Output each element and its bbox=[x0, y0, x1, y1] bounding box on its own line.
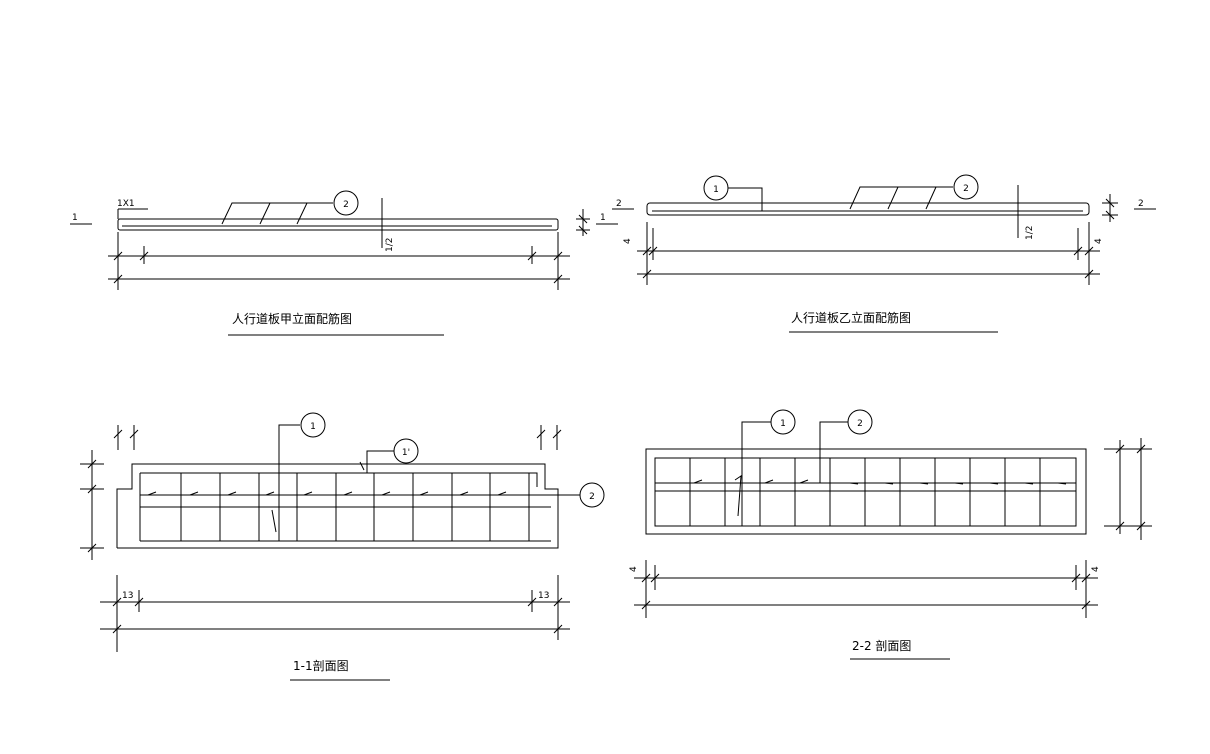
bent-bar-2-b bbox=[887, 186, 899, 210]
thickness-tick-top-a bbox=[578, 214, 588, 224]
dim-tick-5-b bbox=[642, 269, 652, 279]
dim-tick-3-a bbox=[527, 251, 537, 261]
rebar-hooks-1 bbox=[147, 491, 507, 496]
dim-left-s1: 13 bbox=[122, 591, 133, 601]
dim-tick-5-a bbox=[113, 274, 123, 284]
elevation-view-b: 2 2 1 2 1/2 4 4 人 bbox=[612, 174, 1156, 333]
mark-2-circle-b bbox=[953, 174, 979, 200]
dim-tick-3-s2 bbox=[1071, 573, 1081, 583]
dim-left-s2: 4 bbox=[629, 566, 639, 572]
cut-mark-left-b: 2 bbox=[616, 199, 622, 209]
dim-tick-3-s1 bbox=[527, 597, 537, 607]
cut-mark-left-a: 1 bbox=[72, 213, 78, 223]
bent-bar-1-b bbox=[849, 186, 953, 210]
cut-mark-right-a: 1 bbox=[600, 213, 606, 223]
leader-mark-1-b bbox=[728, 187, 763, 211]
mark-1p-label-s1: 1' bbox=[402, 448, 410, 458]
dim-tick-4-s1 bbox=[553, 597, 563, 607]
dim-tick-5-s2 bbox=[641, 600, 651, 610]
dim-tick-2-a bbox=[139, 251, 149, 261]
mark-1-label-s2: 1 bbox=[780, 419, 786, 429]
dim-tick-2-s1 bbox=[134, 597, 144, 607]
bent-bar-1-a bbox=[221, 202, 312, 225]
mark-2-label-a: 2 bbox=[343, 200, 349, 210]
section-view-1-1: 1 1' 2 1 bbox=[80, 412, 605, 681]
mark-2-label-s2: 2 bbox=[857, 419, 863, 429]
section-view-2-2: 1 2 4 4 2-2 剖面图 bbox=[629, 409, 1152, 660]
cut-mark-right-b: 2 bbox=[1138, 199, 1144, 209]
dim-tick-4-s2 bbox=[1081, 573, 1091, 583]
vert-tick-1 bbox=[87, 459, 97, 469]
stirrups-1 bbox=[180, 473, 530, 541]
vert-tick-2-s2 bbox=[1136, 521, 1146, 531]
title-section-2-2: 2-2 剖面图 bbox=[852, 639, 911, 653]
mark-2-circle-a bbox=[333, 190, 359, 216]
rebar-hooks-2 bbox=[693, 479, 1067, 485]
leader-mark-1-s1 bbox=[278, 424, 300, 541]
section-outline-1 bbox=[116, 463, 559, 549]
leader-mark-1-s2 bbox=[741, 421, 771, 526]
dim-tick-6-s1 bbox=[553, 624, 563, 634]
dim-tick-1-b bbox=[642, 246, 652, 256]
mark-2-circle-s1 bbox=[579, 482, 605, 508]
title-elevation-b: 人行道板乙立面配筋图 bbox=[791, 310, 911, 325]
top-tick-4 bbox=[552, 429, 562, 439]
leader-mark-2-s2 bbox=[819, 421, 848, 483]
mark-2-label-s1: 2 bbox=[589, 492, 595, 502]
dim-tick-6-s2 bbox=[1081, 600, 1091, 610]
hook-mark-1-s1 bbox=[271, 509, 277, 533]
dim-tick-6-b bbox=[1084, 269, 1094, 279]
top-tick-3 bbox=[536, 429, 546, 439]
dim-tick-1-s2 bbox=[641, 573, 651, 583]
dim-right-s1: 13 bbox=[538, 591, 549, 601]
hook-mark-1p-s1 bbox=[359, 461, 365, 471]
title-section-1-1: 1-1剖面图 bbox=[293, 659, 349, 673]
dim-right-s2: 4 bbox=[1091, 566, 1101, 572]
section-outline-2 bbox=[645, 448, 1087, 535]
bent-bar-3-b bbox=[925, 186, 937, 210]
vert-tick-2 bbox=[87, 484, 97, 494]
mark-2-label-b: 2 bbox=[963, 184, 969, 194]
mark-1p-circle-s1 bbox=[393, 438, 419, 464]
dim-tick-1-s1 bbox=[112, 597, 122, 607]
bent-bar-3-a bbox=[296, 202, 308, 225]
top-rebar-1 bbox=[140, 472, 538, 487]
bent-bar-2-a bbox=[259, 202, 271, 225]
mark-1-label-s1: 1 bbox=[310, 422, 316, 432]
thickness-tick-bottom-b bbox=[1105, 210, 1115, 220]
elevation-view-a: 1X1 1 1 2 1/2 人行道板甲立 bbox=[70, 190, 618, 336]
dim-tick-2-b bbox=[648, 246, 658, 256]
dim-left-b: 4 bbox=[623, 238, 633, 244]
vert-tick-3-s2 bbox=[1115, 444, 1125, 454]
dim-tick-5-s1 bbox=[112, 624, 122, 634]
hook-mark-1-s2 bbox=[734, 475, 742, 517]
top-tick-1 bbox=[113, 429, 123, 439]
dim-tick-2-s2 bbox=[650, 573, 660, 583]
vert-tick-1-s2 bbox=[1136, 444, 1146, 454]
mark-1-label-b: 1 bbox=[713, 185, 719, 195]
dim-right-b: 4 bbox=[1094, 238, 1104, 244]
mark-1-circle-s1 bbox=[300, 412, 326, 438]
dim-tick-4-b bbox=[1084, 246, 1094, 256]
thickness-tick-bottom-a bbox=[578, 225, 588, 235]
vert-tick-4-s2 bbox=[1115, 521, 1125, 531]
mark-2-circle-s2 bbox=[847, 409, 873, 435]
dim-tick-6-a bbox=[553, 274, 563, 284]
scale-note-a: 1X1 bbox=[117, 199, 135, 209]
dim-tick-1-a bbox=[113, 251, 123, 261]
vert-tick-3 bbox=[87, 543, 97, 553]
stirrups-2 bbox=[689, 458, 1041, 526]
slab-outline-a bbox=[117, 218, 559, 231]
leader-mark-1p-s1 bbox=[366, 450, 394, 473]
title-elevation-a: 人行道板甲立面配筋图 bbox=[232, 311, 352, 326]
center-note-b: 1/2 bbox=[1025, 226, 1035, 240]
mark-1-circle-s2 bbox=[770, 409, 796, 435]
thickness-tick-top-b bbox=[1105, 198, 1115, 208]
dim-tick-4-a bbox=[553, 251, 563, 261]
dim-tick-3-b bbox=[1073, 246, 1083, 256]
center-note-a: 1/2 bbox=[385, 238, 395, 252]
slab-outline-b bbox=[646, 202, 1090, 216]
top-tick-2 bbox=[129, 429, 139, 439]
